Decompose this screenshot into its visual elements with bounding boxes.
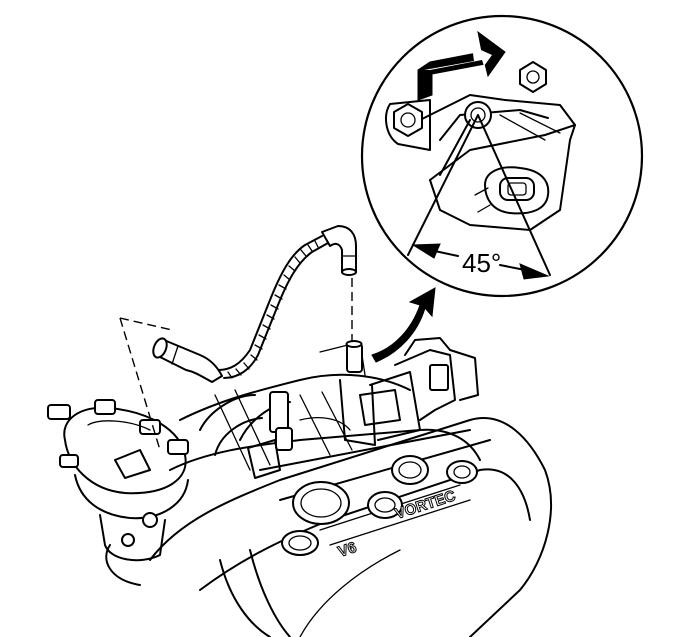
engine-valve-cover — [149, 417, 552, 637]
detail-mounting-bolt-left — [385, 99, 431, 151]
installation-guide-lines — [119, 278, 353, 451]
angle-label: 45° — [462, 248, 501, 278]
intake-manifold: VORTEC V6 — [169, 373, 491, 561]
ignition-coil-assembly — [319, 337, 479, 446]
spark-plug-wire — [152, 225, 357, 383]
detail-callout: 45° — [360, 14, 644, 298]
rotation-direction-arrow — [417, 30, 506, 101]
manifold-marking-right: VORTEC — [393, 487, 458, 523]
manifold-fittings — [247, 391, 351, 479]
angle-indicator-lines — [407, 114, 551, 276]
distributor — [47, 399, 189, 586]
angle-dimension-arrows — [411, 243, 550, 280]
detail-mounting-bolt-right — [519, 61, 547, 93]
detail-pointer-arrow — [371, 287, 436, 363]
manifold-marking-left: V6 — [336, 539, 359, 561]
